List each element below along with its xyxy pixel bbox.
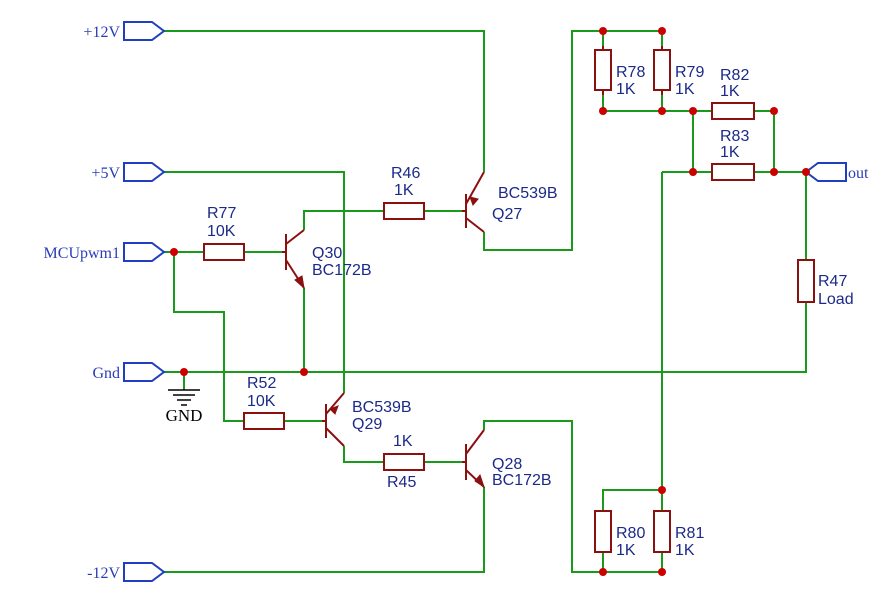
resistor-r46[interactable]: R46 1K bbox=[383, 165, 425, 220]
resistor-r47[interactable]: R47 Load bbox=[797, 259, 854, 308]
r82-value: 1K bbox=[720, 83, 740, 100]
junctions bbox=[170, 27, 810, 576]
q28-part: BC172B bbox=[492, 472, 552, 489]
q28-emitter-arrow bbox=[474, 473, 485, 489]
r52-value: 10K bbox=[247, 393, 276, 410]
junction-dot bbox=[658, 568, 666, 576]
r82-ref: R82 bbox=[720, 67, 749, 84]
wire-load-ground bbox=[164, 302, 807, 373]
resistor-r78[interactable]: R78 1K bbox=[594, 46, 645, 98]
resistor-r83[interactable]: R83 1K bbox=[711, 128, 755, 181]
junction-dot bbox=[300, 368, 308, 376]
wire-q29-r45 bbox=[343, 446, 384, 463]
r83-value: 1K bbox=[720, 144, 740, 161]
resistor-r45[interactable]: 1K R45 bbox=[383, 433, 425, 491]
r79-ref: R79 bbox=[675, 64, 704, 81]
junction-dot bbox=[770, 107, 778, 115]
r78-value: 1K bbox=[616, 81, 636, 98]
wire-r80-top bbox=[602, 489, 662, 511]
junction-dot bbox=[658, 27, 666, 35]
wire-5v bbox=[164, 171, 345, 393]
resistor-r80[interactable]: R80 1K bbox=[594, 510, 645, 559]
port-m12v-flag[interactable] bbox=[123, 562, 166, 582]
wires bbox=[164, 30, 807, 573]
wire-12v bbox=[164, 30, 485, 172]
r77-value: 10K bbox=[207, 223, 236, 240]
transistor-q30[interactable]: Q30 BC172B bbox=[282, 229, 372, 290]
port-mcu-label: MCUpwm1 bbox=[44, 245, 120, 262]
port-gnd-flag[interactable] bbox=[123, 362, 166, 382]
transistor-q28[interactable]: Q28 BC172B bbox=[462, 429, 552, 489]
junction-dot bbox=[599, 107, 607, 115]
q30-ref: Q30 bbox=[312, 245, 342, 262]
resistor-r79[interactable]: R79 1K bbox=[653, 46, 704, 98]
ground-label: GND bbox=[166, 406, 203, 425]
port-gnd-label: Gnd bbox=[92, 365, 120, 382]
resistor-r82[interactable]: R82 1K bbox=[711, 67, 755, 120]
port-mcu-flag[interactable] bbox=[123, 242, 166, 262]
q29-emitter-arrow bbox=[329, 405, 339, 415]
r45-ref: R45 bbox=[387, 474, 416, 491]
r46-value: 1K bbox=[394, 182, 414, 199]
junction-dot bbox=[802, 168, 810, 176]
junction-dot bbox=[658, 486, 666, 494]
junction-dot bbox=[599, 27, 607, 35]
r46-ref: R46 bbox=[391, 165, 420, 182]
resistors: R77 10K R46 1K R52 10K 1K R45 R78 1K bbox=[203, 46, 854, 559]
q29-ref: Q29 bbox=[352, 416, 382, 433]
junction-dot bbox=[689, 168, 697, 176]
junction-dot bbox=[770, 168, 778, 176]
r47-value: Load bbox=[818, 291, 854, 308]
r80-ref: R80 bbox=[616, 525, 645, 542]
wire-m12v bbox=[164, 487, 485, 573]
r83-ref: R83 bbox=[720, 128, 749, 145]
port-12v-label: +12V bbox=[83, 24, 120, 41]
ports: +12V +5V MCUpwm1 Gnd -12V out bbox=[44, 21, 869, 582]
resistor-r52[interactable]: R52 10K bbox=[243, 375, 285, 430]
wire-q30-r46 bbox=[303, 210, 384, 230]
r80-value: 1K bbox=[616, 542, 636, 559]
junction-dot bbox=[689, 107, 697, 115]
port-5v-label: +5V bbox=[91, 165, 120, 182]
wire-mcu-r52 bbox=[173, 252, 244, 422]
r79-value: 1K bbox=[675, 81, 695, 98]
port-out-flag[interactable] bbox=[804, 162, 847, 182]
q27-emitter-arrow bbox=[469, 196, 479, 206]
junction-dot bbox=[599, 568, 607, 576]
q29-part: BC539B bbox=[352, 399, 412, 416]
r52-ref: R52 bbox=[247, 375, 276, 392]
transistors: BC539B Q27 Q30 BC172B BC539B Q29 bbox=[282, 171, 558, 489]
r81-ref: R81 bbox=[675, 525, 704, 542]
q28-ref: Q28 bbox=[492, 456, 522, 473]
junction-dot bbox=[180, 368, 188, 376]
transistor-q29[interactable]: BC539B Q29 bbox=[322, 392, 412, 447]
r77-ref: R77 bbox=[207, 205, 236, 222]
q30-part: BC172B bbox=[312, 262, 372, 279]
junction-dot bbox=[170, 248, 178, 256]
r45-value: 1K bbox=[393, 433, 413, 450]
r81-value: 1K bbox=[675, 542, 695, 559]
port-5v-flag[interactable] bbox=[123, 162, 166, 182]
ground-symbol: GND bbox=[166, 389, 203, 425]
port-12v-flag[interactable] bbox=[123, 21, 166, 41]
transistor-q27[interactable]: BC539B Q27 bbox=[462, 171, 558, 233]
resistor-r81[interactable]: R81 1K bbox=[653, 510, 704, 559]
port-out-label: out bbox=[848, 165, 869, 182]
q27-ref: Q27 bbox=[492, 206, 522, 223]
resistor-r77[interactable]: R77 10K bbox=[203, 205, 245, 261]
q27-part: BC539B bbox=[498, 185, 558, 202]
r78-ref: R78 bbox=[616, 64, 645, 81]
port-m12v-label: -12V bbox=[87, 565, 120, 582]
r47-ref: R47 bbox=[818, 273, 847, 290]
q30-emitter-arrow bbox=[294, 275, 305, 290]
junction-dot bbox=[658, 107, 666, 115]
